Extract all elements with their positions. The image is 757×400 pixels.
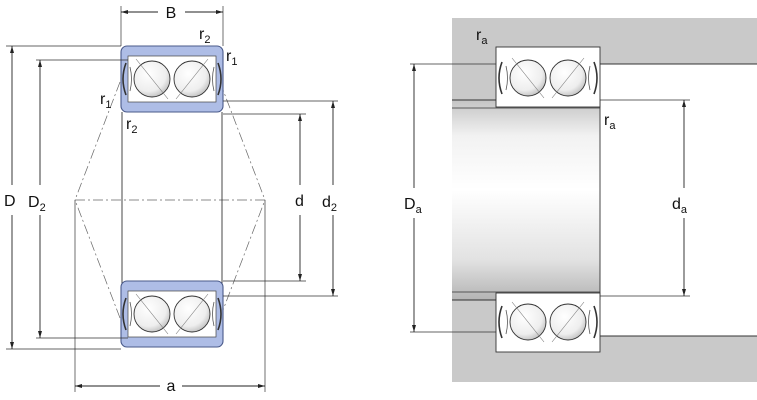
bearing-top-section [120,45,224,113]
right-view: Da da ra ra [404,18,757,382]
bearing-bottom-section [120,280,224,348]
label-r2-bottom: r2 [126,116,137,136]
label-Da: Da [404,196,423,216]
label-a: a [167,378,176,395]
housing [452,18,757,382]
dimension-d2: d2 [223,100,338,297]
label-ra-shaft: ra [604,112,616,132]
dimension-d: d [223,113,306,282]
label-ra-top: ra [476,27,488,47]
label-r1-top: r1 [226,48,237,68]
dimension-a: a [74,200,266,395]
bearing-bottom-section-mounted [495,292,601,353]
label-B: B [166,5,177,22]
bearing-top-section-mounted [495,46,601,108]
dimension-D: D [4,45,121,350]
label-r2-top: r2 [199,26,210,46]
dimension-D2: D2 [28,59,128,339]
dimension-da: da [600,99,690,297]
label-D2: D2 [28,194,46,214]
shaft [452,99,757,301]
label-d2: d2 [322,194,337,214]
label-r1-bottom: r1 [100,91,111,111]
dimension-B: B [120,5,224,46]
label-da: da [672,196,688,216]
left-view: B D D2 [4,5,338,395]
label-D: D [4,193,16,210]
dimension-Da: Da [404,63,496,333]
label-d: d [295,193,304,210]
